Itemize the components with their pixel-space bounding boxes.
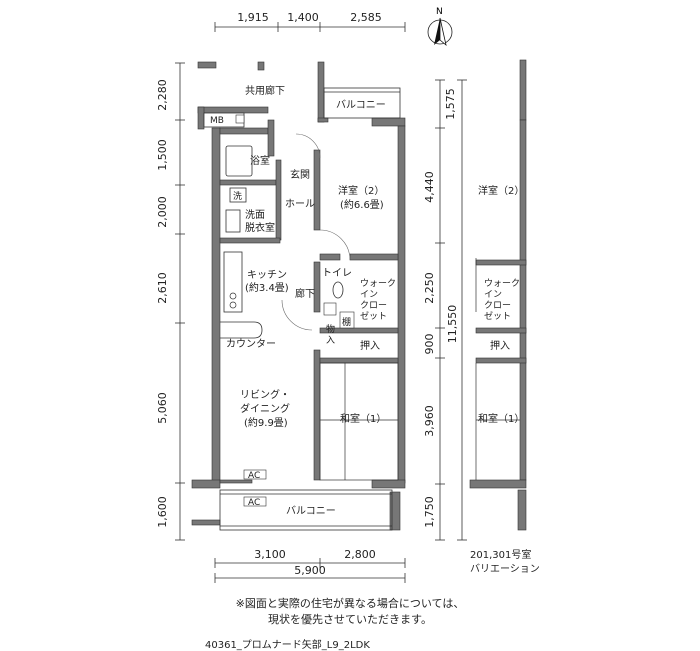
var-caption-2: バリエーション xyxy=(470,563,540,575)
label-western-room-2-size: (約6.6畳) xyxy=(340,198,384,211)
label-common-corridor: 共用廊下 xyxy=(245,84,285,97)
label-storage-1: 物 xyxy=(326,323,335,335)
kitchen-counter xyxy=(223,251,243,313)
north-label: N xyxy=(436,7,443,17)
label-closet: 押入 xyxy=(360,339,380,352)
label-wic-3: クロー xyxy=(360,300,387,311)
dim-left-2: 1,500 xyxy=(156,139,169,171)
var-label-closet: 押入 xyxy=(490,339,510,352)
label-kitchen-size: (約3.4畳) xyxy=(245,281,289,294)
label-balcony-bottom: バルコニー xyxy=(286,505,336,517)
note-line-1: ※図面と実際の住宅が異なる場合については、 xyxy=(235,597,465,610)
label-wic-4: ゼット xyxy=(360,310,387,322)
label-wic-1: ウォーク xyxy=(360,278,396,289)
dim-left-6: 1,600 xyxy=(156,496,169,528)
shelf-box xyxy=(323,302,337,316)
notes: ※図面と実際の住宅が異なる場合については、 現状を優先させていただきます。 xyxy=(0,596,700,628)
variation-walls xyxy=(469,59,527,531)
label-mb: MB xyxy=(210,116,224,126)
label-japanese-room-1: 和室（1） xyxy=(340,412,386,425)
label-storage-2: 入 xyxy=(326,335,335,346)
plan-code: 40361_プロムナード矢部_L9_2LDK xyxy=(205,640,370,651)
label-living-dining-2: ダイニング xyxy=(240,402,290,415)
right-dimension-line xyxy=(435,79,467,541)
var-label-wic-2: イン xyxy=(484,290,502,300)
mb-small-box xyxy=(235,114,245,124)
label-shelf: 棚 xyxy=(342,316,351,328)
note-line-2: 現状を優先させていただきます。 xyxy=(268,613,432,626)
dim-bottom-2: 2,800 xyxy=(344,548,376,561)
dim-left-1: 2,280 xyxy=(156,79,169,111)
dim-left-4: 2,610 xyxy=(156,272,169,304)
balcony-frames xyxy=(219,87,401,531)
dim-right-3: 2,250 xyxy=(423,272,436,304)
counter-curve xyxy=(220,321,263,339)
label-ac-1: AC xyxy=(248,471,260,481)
stove-icon xyxy=(229,292,237,309)
label-wash: 洗 xyxy=(233,190,242,202)
var-label-western-room-2: 洋室（2） xyxy=(478,184,524,197)
toilet-bowl xyxy=(332,281,344,299)
walls xyxy=(191,61,406,531)
label-toilet: トイレ xyxy=(322,268,352,279)
label-washroom-2: 脱衣室 xyxy=(245,221,275,234)
dim-bottom-1: 3,100 xyxy=(254,548,286,561)
dim-bottom-total: 5,900 xyxy=(294,564,326,577)
tatami-lines xyxy=(319,362,399,481)
dim-left-5: 5,060 xyxy=(156,392,169,424)
washer-box xyxy=(229,187,247,203)
dim-right-1: 1,575 xyxy=(444,88,457,120)
ac-unit-1 xyxy=(243,469,267,480)
ac-unit-2 xyxy=(243,496,267,507)
bottom-dimension-line xyxy=(214,558,406,583)
label-counter: カウンター xyxy=(226,338,276,350)
label-hall: ホール xyxy=(285,198,315,210)
door-swings xyxy=(281,133,351,331)
dim-top-3: 2,585 xyxy=(350,11,382,24)
var-label-japanese-room-1: 和室（1） xyxy=(478,412,524,425)
label-ac-2: AC xyxy=(248,498,260,508)
bathtub xyxy=(225,145,253,177)
dim-top-2: 1,400 xyxy=(287,11,319,24)
dim-left-3: 2,000 xyxy=(156,196,169,228)
variation-lines xyxy=(475,258,520,480)
dim-right-5: 11,550 xyxy=(446,305,459,344)
dim-right-7: 1,750 xyxy=(423,496,436,528)
dim-right-2: 4,440 xyxy=(423,171,436,203)
top-dimension-line xyxy=(214,22,406,32)
label-living-dining-1: リビング・ xyxy=(240,388,290,401)
label-corridor: 廊下 xyxy=(295,287,315,300)
label-entrance: 玄関 xyxy=(290,168,310,181)
wash-basin xyxy=(225,209,241,233)
var-label-wic-3: クロー xyxy=(484,300,511,311)
left-dimension-line xyxy=(175,62,185,541)
dim-right-6: 3,960 xyxy=(423,405,436,437)
label-washroom-1: 洗面 xyxy=(245,209,265,221)
label-kitchen: キッチン xyxy=(247,269,287,281)
var-caption-1: 201,301号室 xyxy=(470,548,531,561)
label-balcony-top: バルコニー xyxy=(336,99,386,111)
label-bath: 浴室 xyxy=(250,154,270,167)
label-living-dining-size: (約9.9畳) xyxy=(244,416,288,429)
dim-top-1: 1,915 xyxy=(237,11,269,24)
shelf-box-2 xyxy=(339,311,355,329)
dim-right-4: 900 xyxy=(423,334,436,355)
label-wic-2: イン xyxy=(360,290,378,300)
var-label-wic-4: ゼット xyxy=(484,310,511,322)
label-western-room-2: 洋室（2） xyxy=(338,184,384,197)
north-arrow-icon xyxy=(427,17,453,47)
var-label-wic-1: ウォーク xyxy=(484,278,520,289)
